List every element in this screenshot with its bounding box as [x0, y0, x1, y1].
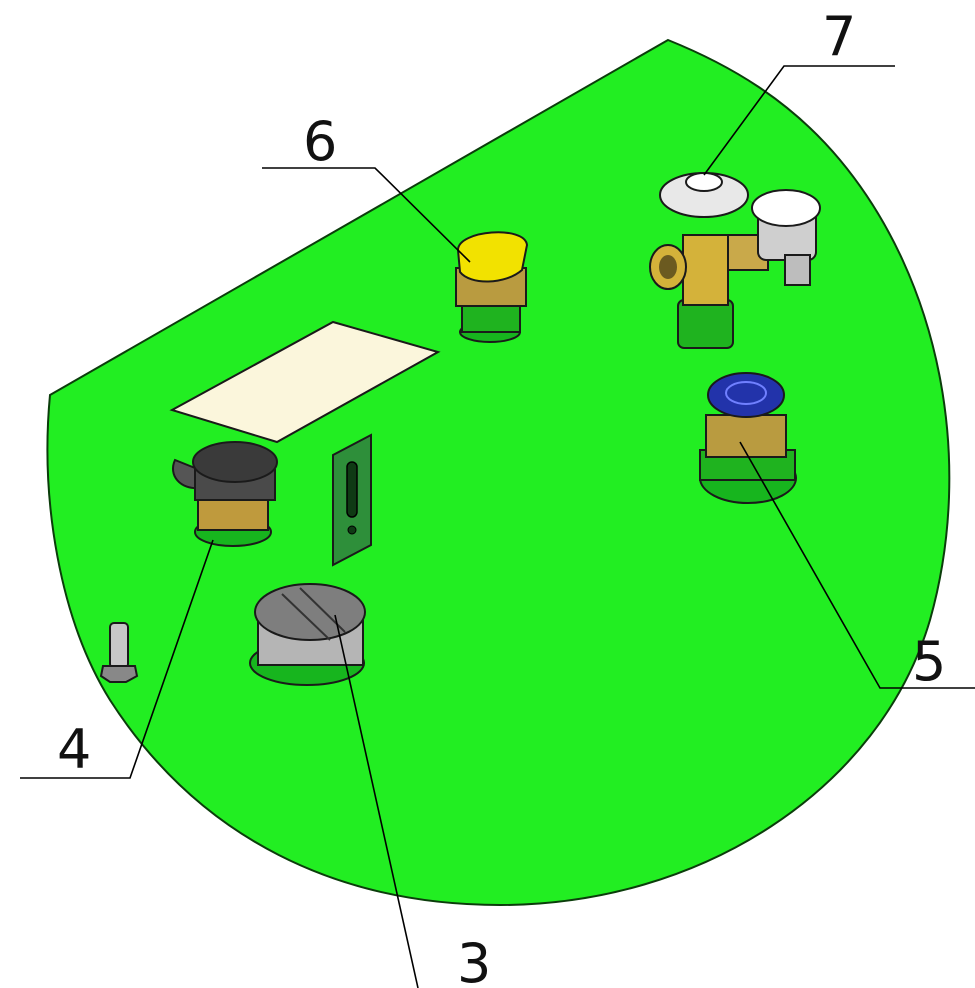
component-7	[649, 172, 821, 349]
leader-line-4	[20, 539, 214, 779]
component-4	[172, 441, 278, 547]
callout-number-4: 4	[57, 718, 91, 781]
label-card	[169, 320, 441, 444]
callout-number-5: 5	[912, 630, 946, 693]
slotted-bracket	[332, 433, 372, 567]
component-3	[249, 583, 366, 686]
callout-number-7: 7	[822, 5, 856, 68]
component-5	[699, 372, 797, 504]
leader-line-6	[262, 167, 471, 263]
callout-number-6: 6	[303, 110, 337, 173]
callout-number-3: 3	[457, 932, 491, 988]
bolt	[99, 622, 139, 683]
leader-line-3	[334, 614, 419, 988]
leader-line-7	[703, 65, 895, 176]
component-6	[455, 231, 529, 343]
leader-line-5	[739, 441, 975, 689]
